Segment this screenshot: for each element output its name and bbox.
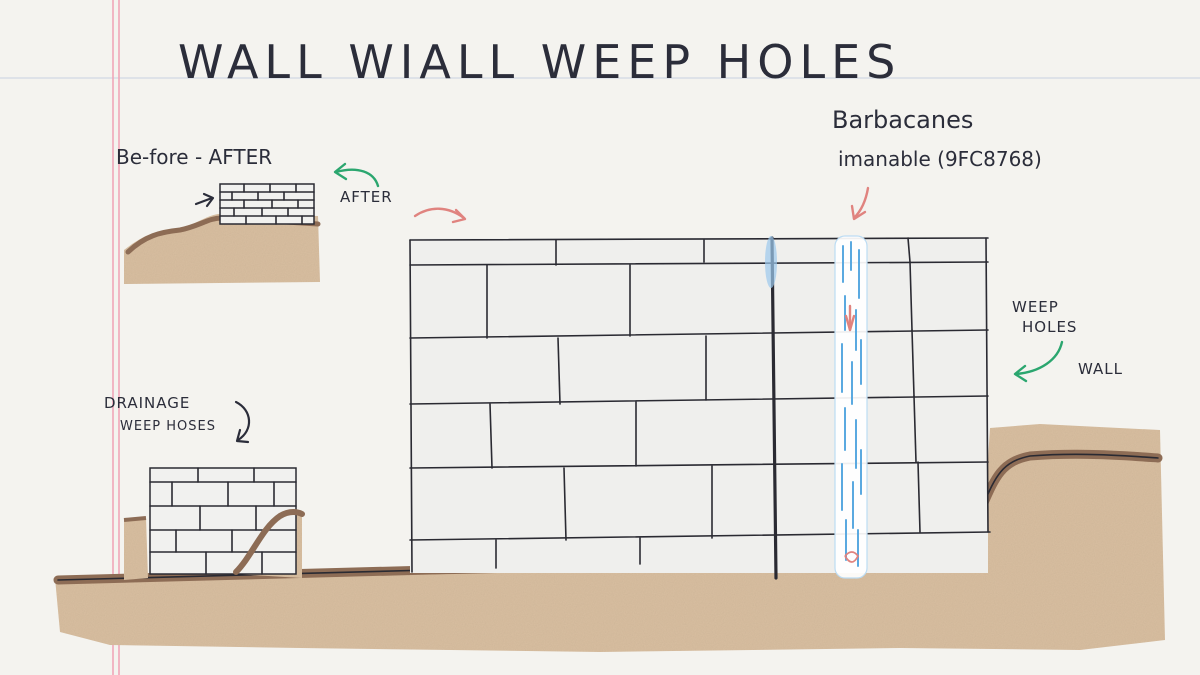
green-arrow-icon — [1014, 340, 1064, 376]
dark-arrow-icon — [234, 400, 251, 442]
green-arrow-icon — [334, 168, 380, 188]
label-drainage: DRAINAGE — [104, 394, 190, 412]
drainage-sketch — [123, 467, 305, 580]
label-wall: WALL — [1078, 360, 1123, 378]
weep-hole-water — [834, 235, 868, 579]
label-weep: WEEP — [1012, 298, 1059, 316]
page-title: WALL WIALL WEEP HOLES — [178, 35, 901, 89]
label-imanable: imanable (9FC8768) — [838, 147, 1042, 171]
red-arrow-icon — [852, 186, 870, 220]
label-weep-hoses: WEEP HOSES — [120, 419, 216, 434]
label-after: AFTER — [340, 188, 393, 206]
main-wall — [409, 236, 991, 580]
before-after-sketch — [124, 183, 321, 284]
label-barbacanes: Barbacanes — [832, 106, 973, 134]
label-holes: HOLES — [1022, 318, 1077, 336]
label-before-after: Be-fore - AFTER — [116, 145, 272, 169]
